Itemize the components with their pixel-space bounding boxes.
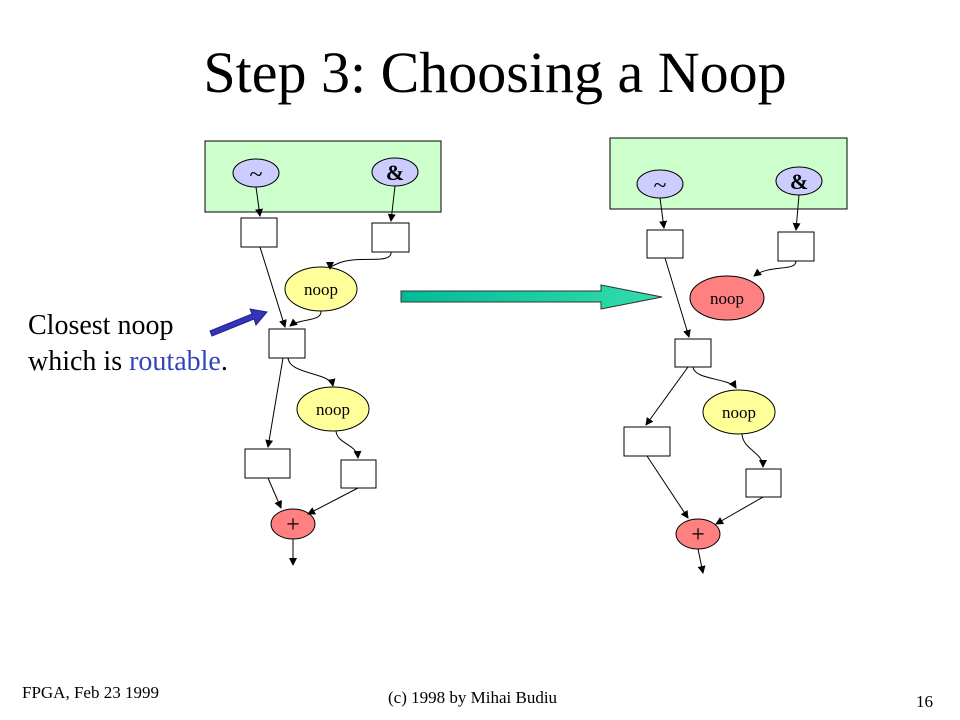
register-box <box>240 217 278 248</box>
register-box <box>777 231 815 262</box>
and-node-label: & <box>790 169 808 194</box>
add-node-label: + <box>286 512 300 538</box>
noop-node-label: noop <box>316 400 350 419</box>
caption-prefix: which is <box>28 346 130 377</box>
after-graph: ~ & noop noop + <box>609 137 848 574</box>
register-box <box>371 222 410 253</box>
caption: Closest noop which is routable. <box>28 308 228 380</box>
register-box <box>244 448 291 479</box>
register-box <box>268 328 306 359</box>
before-graph: ~ & noop noop + <box>204 140 442 566</box>
register-box <box>674 338 712 368</box>
register-box <box>340 459 377 489</box>
not-node-label: ~ <box>250 162 263 188</box>
register-box <box>623 426 671 457</box>
register-box <box>646 229 684 259</box>
noop-node-label: noop <box>304 280 338 299</box>
after-edges <box>645 194 801 574</box>
and-node-label: & <box>386 160 404 185</box>
pointer-arrow <box>209 308 268 337</box>
transition-arrow <box>400 284 663 310</box>
noop-node <box>296 386 370 432</box>
noop-node-label: noop <box>722 403 756 422</box>
caption-line-1: Closest noop <box>28 310 174 341</box>
register-box <box>745 468 782 498</box>
page-number: 16 <box>916 692 933 711</box>
footer-date: FPGA, Feb 23 1999 <box>22 683 159 702</box>
footer-copyright: (c) 1998 by Mihai Budiu <box>388 688 558 707</box>
caption-highlight: routable <box>129 346 221 377</box>
selected-noop-node <box>689 275 765 321</box>
page-title: Step 3: Choosing a Noop <box>203 40 787 105</box>
caption-line-2: which is routable. <box>28 344 228 380</box>
noop-node <box>702 389 776 435</box>
add-node-label: + <box>691 522 705 548</box>
not-node-label: ~ <box>654 173 667 199</box>
before-edges <box>255 185 396 566</box>
caption-suffix: . <box>220 346 228 377</box>
selected-noop-label: noop <box>710 289 744 308</box>
